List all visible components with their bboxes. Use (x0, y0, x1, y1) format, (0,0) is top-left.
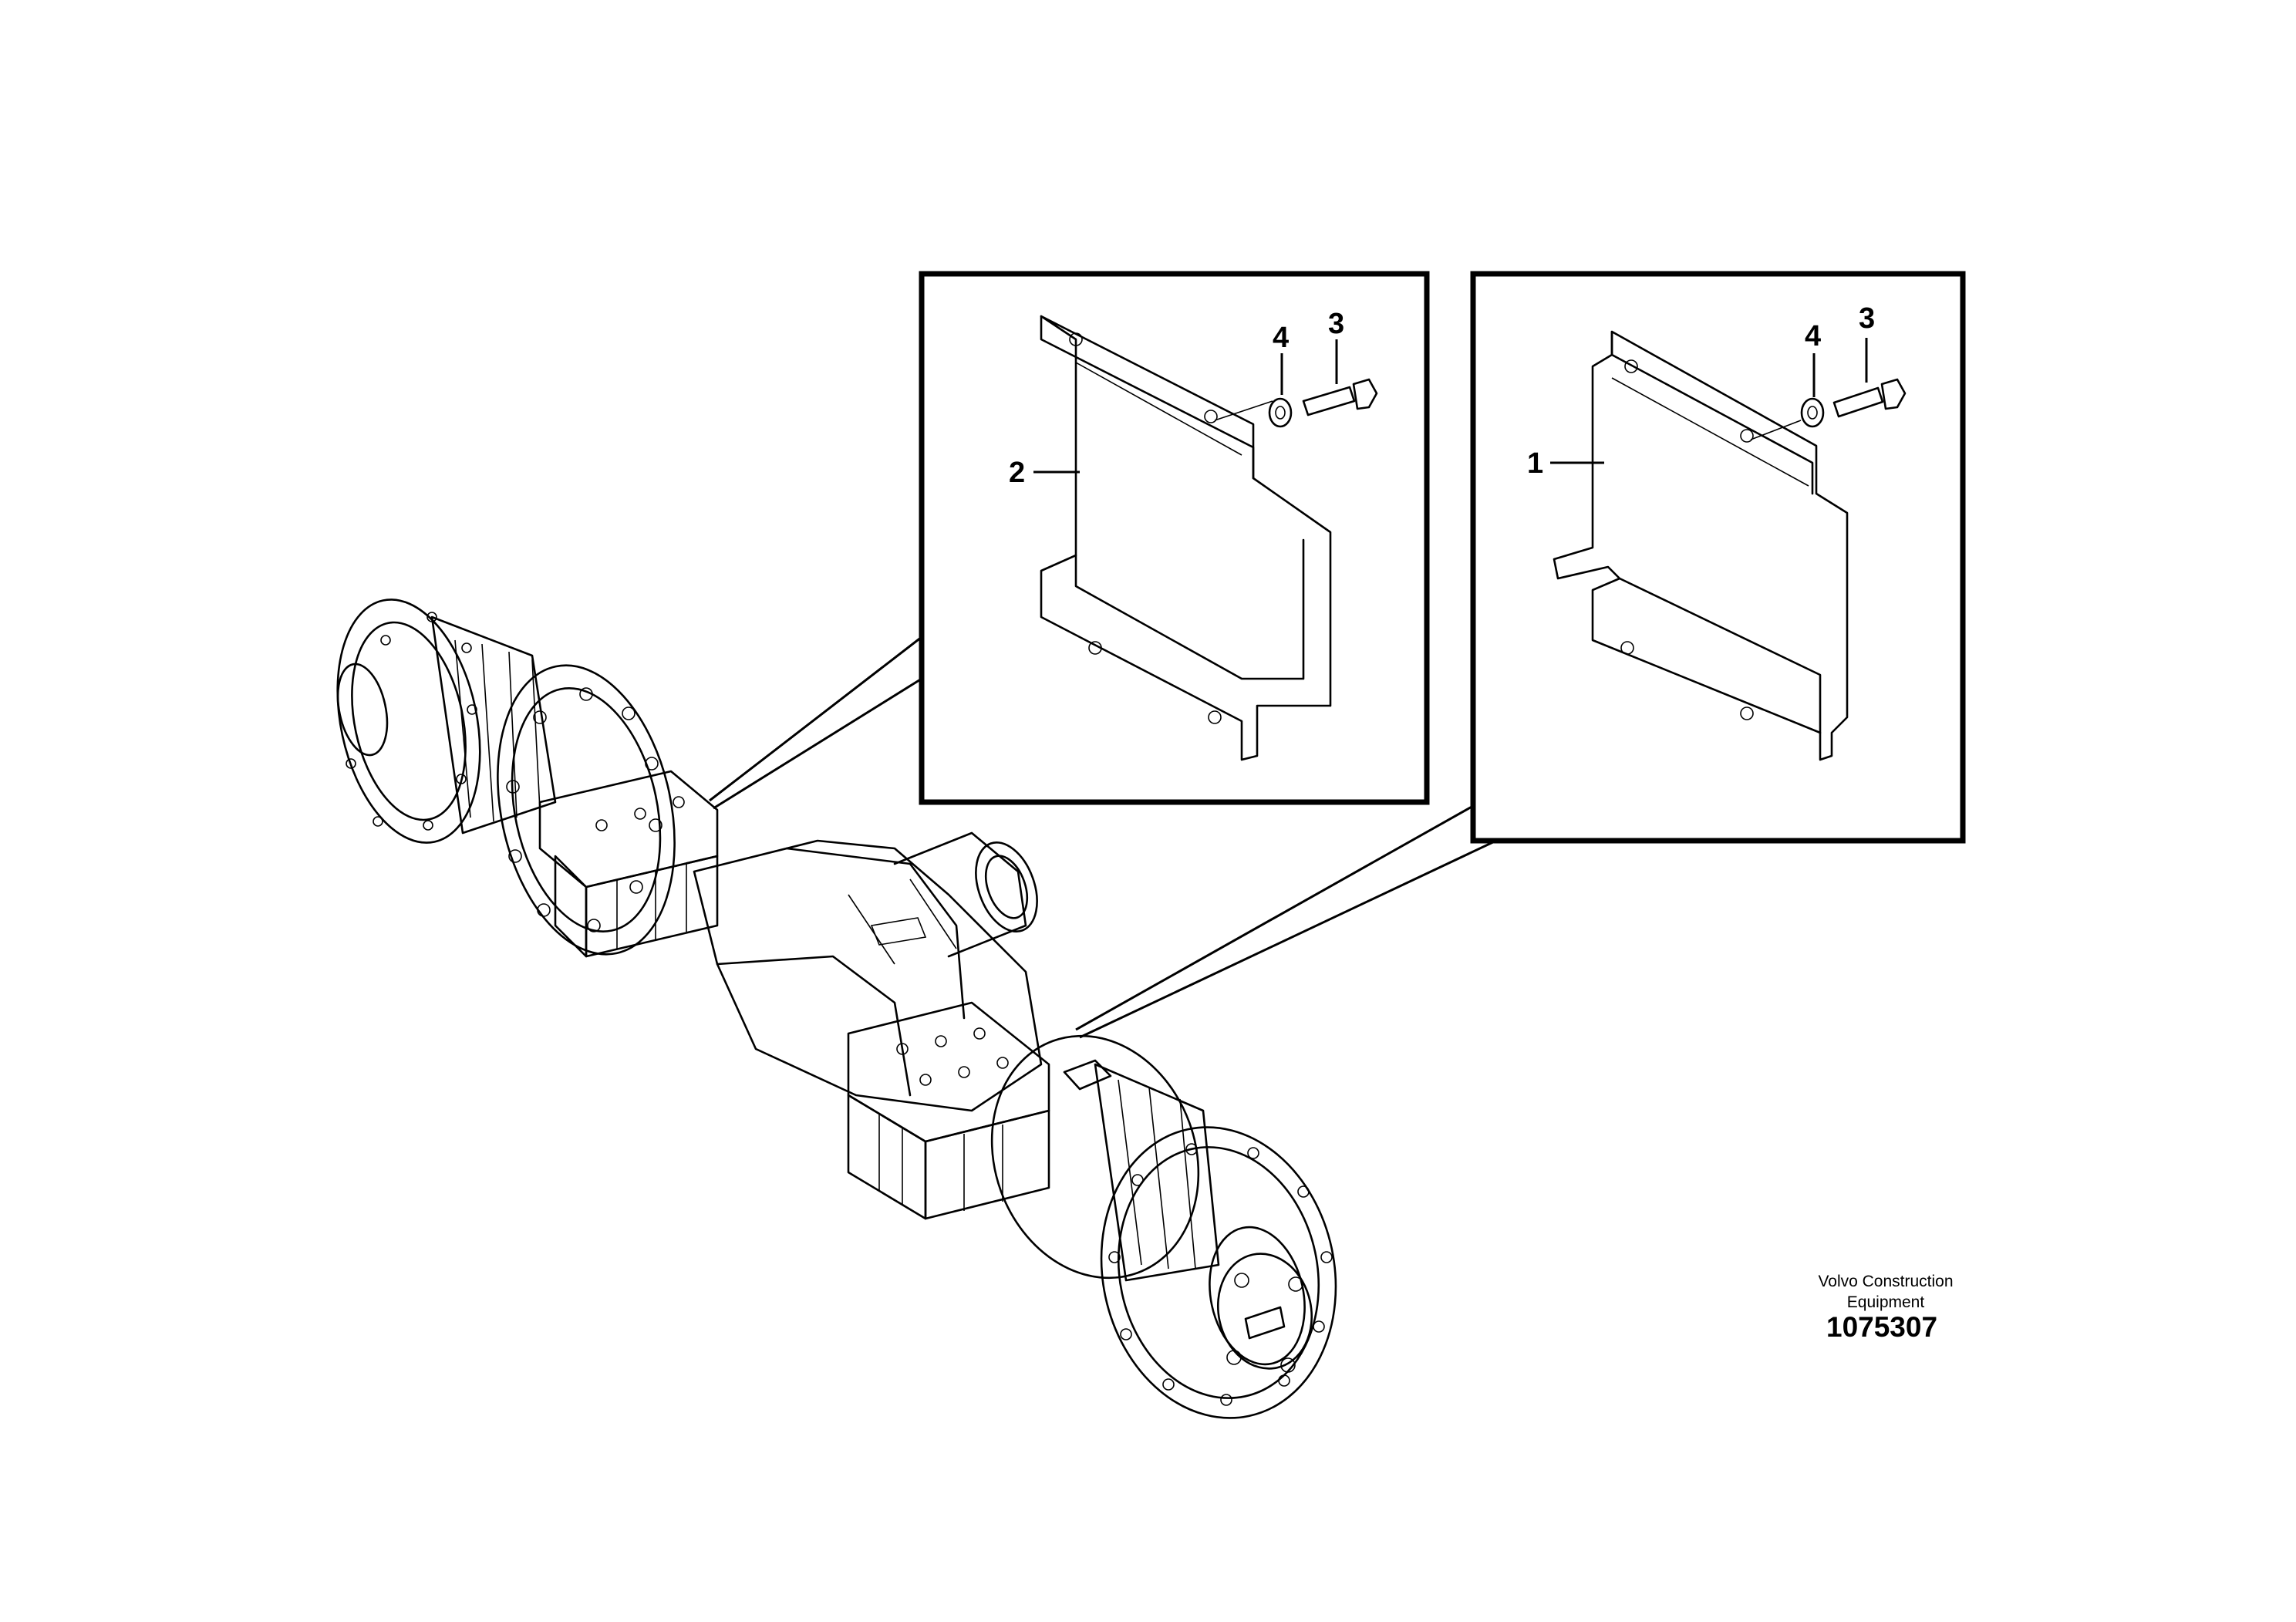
mud-guard-bracket-drawing (1040, 315, 1332, 761)
credit-line-1: Volvo Construction (1818, 1273, 1954, 1290)
axle-assembly-drawing (336, 599, 1337, 1419)
flange-screw-icon (1302, 378, 1378, 416)
credit-line-2: Equipment (1846, 1293, 1925, 1311)
flange-screw-icon (1832, 378, 1907, 418)
washer-icon (1268, 397, 1293, 428)
right-detail-panel: 1 4 3 (1075, 271, 1966, 1039)
illustration-number: 1075307 (1826, 1311, 1938, 1343)
callout-right-bracket: 1 (1527, 447, 1543, 480)
mud-guard-bracket-drawing (1553, 330, 1849, 761)
washer-icon (1800, 397, 1825, 428)
manufacturer-credit: Volvo Construction Equipment (1762, 1271, 2009, 1313)
callout-left-screw: 3 (1328, 308, 1344, 340)
callout-left-washer: 4 (1273, 322, 1289, 354)
left-detail-panel: 2 4 3 (709, 271, 1430, 810)
callout-right-washer: 4 (1805, 320, 1821, 352)
callout-right-screw: 3 (1859, 302, 1875, 335)
callout-left-bracket: 2 (1009, 457, 1025, 489)
